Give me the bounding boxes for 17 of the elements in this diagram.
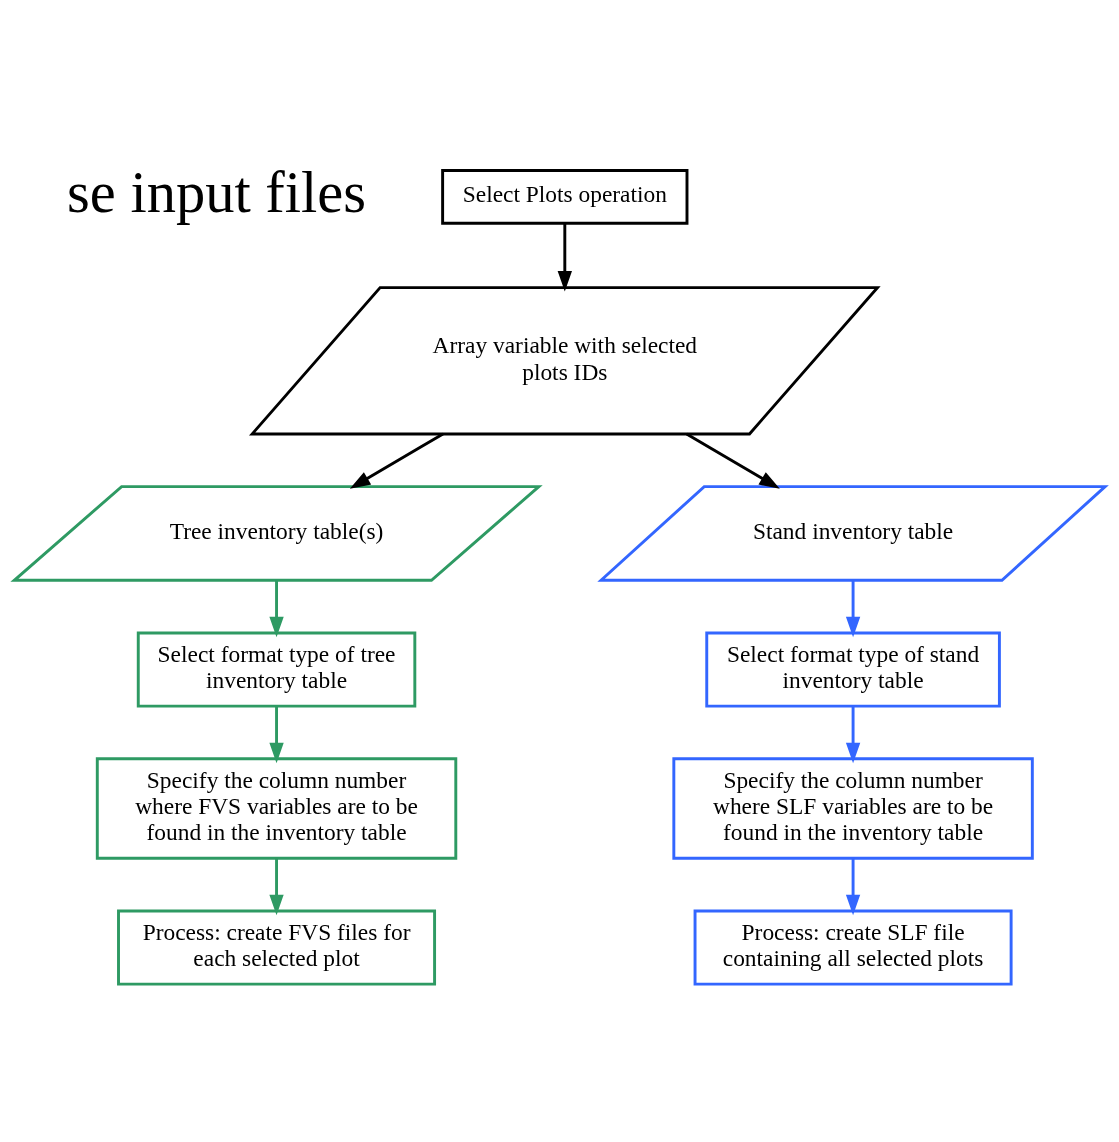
arrow	[269, 857, 284, 915]
arrow	[269, 579, 284, 637]
arrow	[845, 579, 861, 637]
arrow	[269, 706, 284, 763]
arrow	[845, 857, 861, 915]
node-box: Select format type of tree inventory table	[136, 631, 417, 708]
node-box: Specify the column number where SLF variables are to be found in the inventory table	[672, 756, 1034, 860]
label: se input files	[67, 159, 367, 225]
node-box: Process: create SLF file containing all selected plots	[693, 909, 1013, 986]
node-box: Specify the column number where FVS variables are to be found in the inventory table	[95, 756, 458, 860]
arrow	[349, 432, 444, 489]
arrow	[685, 432, 780, 489]
arrow	[845, 706, 861, 763]
node-box: Select format type of stand inventory table	[705, 631, 1001, 708]
node-box: Select Plots operation	[441, 168, 689, 225]
node-box: Process: create FVS files for each selected plot	[117, 909, 437, 986]
arrow	[557, 223, 572, 291]
